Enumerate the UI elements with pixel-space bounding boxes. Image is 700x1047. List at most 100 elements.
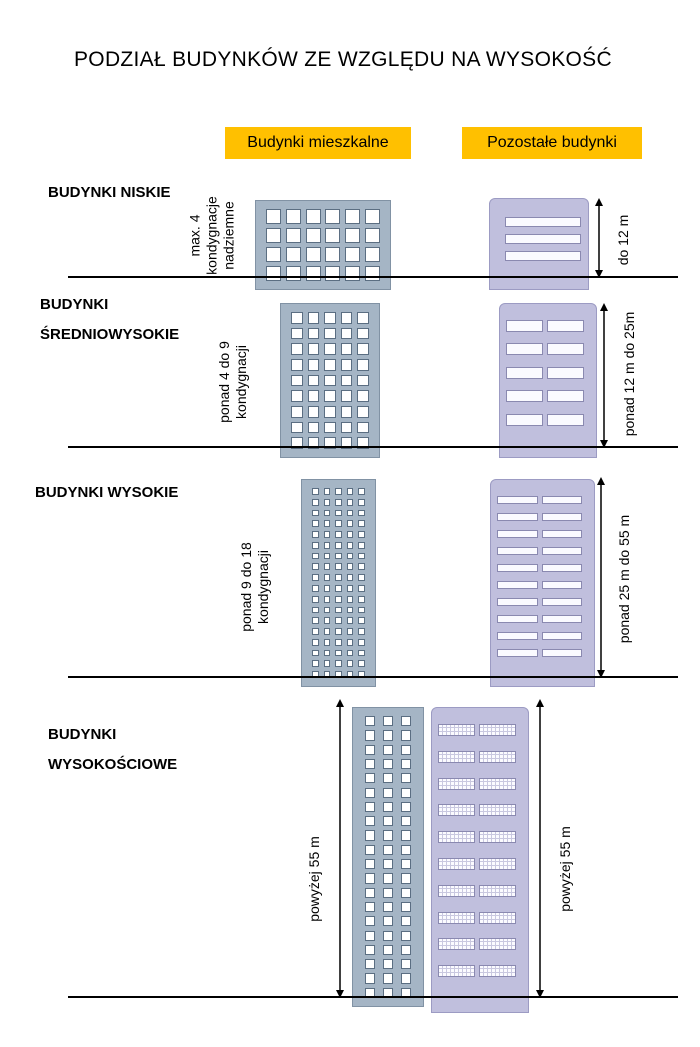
- window: [364, 228, 380, 243]
- window: [323, 606, 331, 614]
- window: [291, 390, 304, 402]
- window: [357, 628, 365, 635]
- floor-strip: [479, 724, 516, 736]
- window: [323, 628, 331, 635]
- floor-strip: [505, 234, 581, 244]
- floor-strip: [438, 965, 475, 978]
- window: [356, 327, 369, 340]
- floor-strip: [497, 615, 538, 623]
- floor-strip: [438, 938, 475, 951]
- window: [325, 247, 341, 262]
- window: [340, 421, 353, 434]
- window: [312, 595, 320, 603]
- window: [340, 390, 353, 402]
- window: [400, 787, 412, 798]
- floor-strip: [497, 598, 538, 606]
- floor-strip: [479, 938, 516, 951]
- window: [305, 247, 321, 262]
- window: [357, 541, 365, 549]
- window: [346, 574, 354, 581]
- floor-strip: [438, 777, 475, 790]
- floor-strip: [541, 649, 582, 657]
- floor-strip: [479, 884, 516, 897]
- window: [356, 359, 369, 371]
- window: [285, 209, 301, 224]
- window: [364, 758, 376, 770]
- window: [340, 406, 353, 418]
- window: [356, 312, 369, 324]
- window: [324, 327, 336, 340]
- window: [364, 859, 376, 870]
- window: [382, 859, 394, 870]
- window: [357, 552, 365, 560]
- window: [382, 887, 394, 898]
- window: [312, 638, 320, 646]
- floor-strip: [438, 724, 475, 736]
- window: [312, 531, 320, 538]
- window: [400, 758, 412, 770]
- window: [291, 374, 304, 387]
- floor-strip: [541, 615, 582, 623]
- window: [312, 584, 320, 592]
- floor-strip: [541, 564, 582, 572]
- window: [382, 787, 394, 798]
- window: [323, 574, 331, 581]
- residential-building-highrise: [352, 707, 424, 1007]
- floor-strip: [505, 251, 581, 261]
- window: [357, 584, 365, 592]
- window: [364, 930, 376, 941]
- window: [312, 552, 320, 560]
- ground-line: [68, 276, 678, 278]
- floor-strip: [506, 320, 543, 332]
- window: [291, 343, 304, 355]
- floor-strip: [438, 911, 475, 924]
- window: [335, 563, 342, 571]
- floor-strip: [541, 632, 582, 640]
- window: [356, 374, 369, 387]
- floor-strip: [497, 581, 538, 589]
- window: [357, 520, 365, 528]
- window: [346, 660, 354, 668]
- diagram-title: PODZIAŁ BUDYNKÓW ZE WZGLĘDU NA WYSOKOŚĆ: [74, 48, 612, 71]
- window: [291, 359, 304, 371]
- window: [335, 498, 342, 506]
- window: [382, 844, 394, 855]
- window: [357, 498, 365, 506]
- window: [364, 816, 376, 827]
- window: [340, 437, 353, 449]
- window: [382, 730, 394, 741]
- floor-strip: [541, 530, 582, 538]
- window: [356, 406, 369, 418]
- window: [335, 606, 342, 614]
- window: [400, 744, 412, 755]
- window: [324, 437, 336, 449]
- window: [364, 744, 376, 755]
- window: [323, 638, 331, 646]
- window: [323, 498, 331, 506]
- window: [364, 716, 376, 727]
- floor-strip: [541, 581, 582, 589]
- window: [266, 209, 282, 224]
- window: [312, 649, 320, 657]
- window: [335, 617, 342, 625]
- window: [335, 520, 342, 528]
- window: [335, 509, 342, 517]
- window: [323, 509, 331, 517]
- window: [400, 801, 412, 813]
- window: [312, 617, 320, 625]
- window: [312, 541, 320, 549]
- floor-strip: [497, 530, 538, 538]
- floor-strip: [438, 858, 475, 870]
- floor-strip: [541, 547, 582, 555]
- window: [305, 228, 321, 243]
- window: [382, 873, 394, 884]
- window: [346, 509, 354, 517]
- window: [323, 531, 331, 538]
- window: [346, 649, 354, 657]
- window: [312, 660, 320, 668]
- window: [307, 343, 320, 355]
- window: [357, 660, 365, 668]
- window: [335, 488, 342, 495]
- window: [400, 959, 412, 970]
- floor-strip: [479, 804, 516, 817]
